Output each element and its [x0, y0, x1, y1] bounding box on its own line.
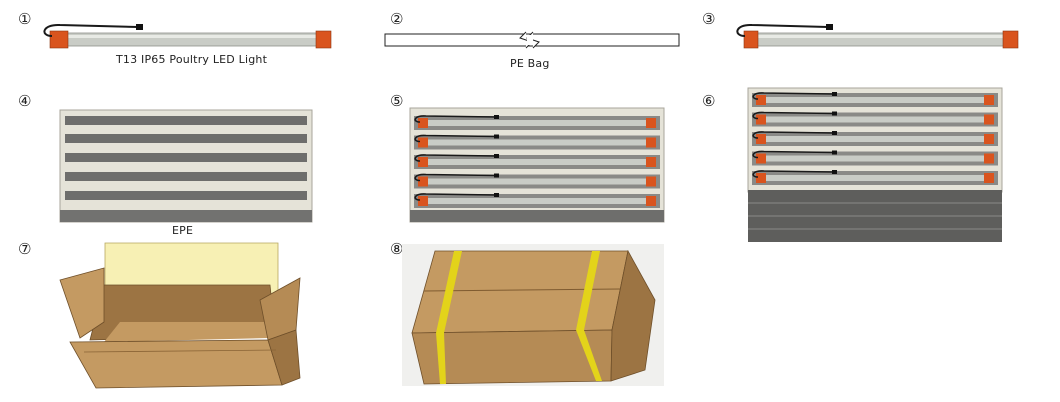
sealed-carton [402, 244, 664, 386]
tray-tube-row [414, 193, 660, 208]
step-6-number: ⑥ [702, 92, 716, 110]
step-1-caption: T13 IP65 Poultry LED Light [116, 53, 268, 66]
open-carton [59, 242, 301, 389]
step-7-number: ⑦ [18, 240, 32, 258]
tray-tube-row [752, 150, 998, 166]
step-2-caption: PE Bag [510, 57, 550, 70]
tray-tube-row [752, 92, 998, 107]
step-3-number: ③ [702, 10, 716, 28]
pe-bag [384, 31, 680, 49]
tray-tube-row [752, 111, 998, 127]
tray-tube-row [414, 134, 660, 150]
led-tube-step-3 [736, 23, 1019, 49]
step-1-number: ① [18, 10, 32, 28]
led-tube-step-1 [43, 23, 332, 49]
step-4-caption: EPE [172, 224, 194, 237]
stacked-trays [747, 87, 1003, 242]
tray-tube-row [752, 131, 998, 146]
step-8-number: ⑧ [390, 240, 404, 258]
tray-tube-row [752, 170, 998, 185]
tray-with-tubes [409, 107, 665, 223]
tray-tube-row [414, 154, 660, 169]
step-5-number: ⑤ [390, 92, 404, 110]
epe-foam-tray [59, 109, 313, 223]
step-4-number: ④ [18, 92, 32, 110]
tray-tube-row [414, 173, 660, 189]
step-2-number: ② [390, 10, 404, 28]
tray-tube-row [414, 115, 660, 130]
